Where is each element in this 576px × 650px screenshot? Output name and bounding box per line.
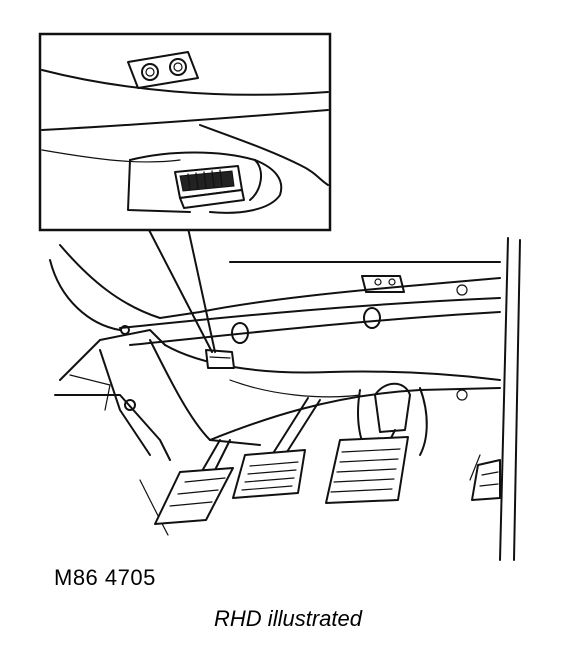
accelerator-pedal [325, 436, 409, 504]
figure-caption: RHD illustrated [214, 606, 362, 631]
callout-lines [147, 227, 216, 353]
figure-code: M86 4705 [54, 565, 156, 590]
clutch-pedal [154, 467, 234, 525]
footrest [471, 459, 501, 501]
footwell-scene [49, 237, 521, 561]
diagnostic-socket-location [205, 349, 235, 369]
inset-detail [38, 32, 332, 232]
brake-pedal [232, 449, 306, 499]
